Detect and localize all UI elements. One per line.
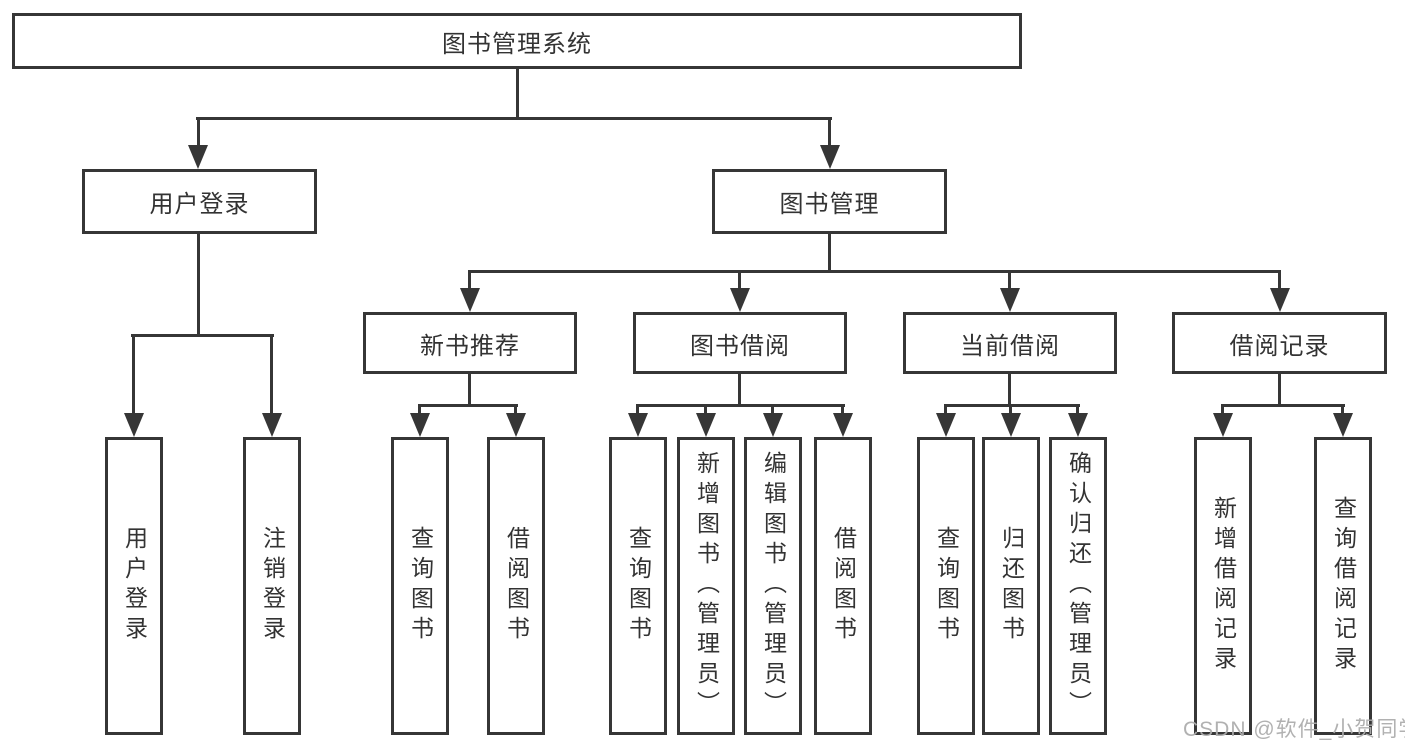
connector-leaf-drop (418, 404, 421, 415)
connector-level3-rail (468, 270, 1281, 273)
arrow-into-leaf-icon (506, 413, 526, 437)
leaf-label: 查询图书 (933, 526, 960, 646)
node-book-management: 图书管理 (712, 169, 947, 234)
arrow-into-new-books-icon (460, 288, 480, 312)
connector-new-books-stem (468, 373, 471, 406)
leaf-logout: 注销登录 (243, 437, 301, 735)
arrow-into-leaf-icon (1213, 413, 1233, 437)
leaf-br-add-record: 新增借阅记录 (1194, 437, 1252, 735)
arrow-into-current-icon (1000, 288, 1020, 312)
leaf-label: 用户登录 (121, 526, 148, 646)
connector-current-rail (944, 404, 1080, 407)
leaf-label: 新增图书（管理员） (693, 451, 720, 721)
arrow-into-leaf-icon (410, 413, 430, 437)
leaf-label: 注销登录 (259, 526, 286, 646)
arrow-into-leaf-login-icon (124, 413, 144, 437)
connector-records-rail (1221, 404, 1345, 407)
connector-root-stem (516, 69, 519, 119)
connector-borrowing-stem (738, 373, 741, 406)
leaf-cb-query-books: 查询图书 (917, 437, 975, 735)
leaf-bb-add-books-admin: 新增图书（管理员） (677, 437, 735, 735)
connector-records-drop (1278, 270, 1281, 289)
arrow-into-leaf-icon (1068, 413, 1088, 437)
connector-new-books-rail (418, 404, 518, 407)
leaf-bb-borrow-books: 借阅图书 (814, 437, 872, 735)
connector-new-books-drop (468, 270, 471, 289)
connector-leaf-drop (704, 404, 707, 415)
arrow-into-records-icon (1270, 288, 1290, 312)
arrow-into-user-login-icon (188, 145, 208, 169)
connector-leaf-drop (1009, 404, 1012, 415)
node-book-borrowing: 图书借阅 (633, 312, 847, 374)
leaf-cb-confirm-return-admin: 确认归还（管理员） (1049, 437, 1107, 735)
connector-book-mgmt-drop (828, 117, 831, 146)
node-new-book-recommend: 新书推荐 (363, 312, 577, 374)
leaf-label: 借阅图书 (503, 526, 530, 646)
arrow-into-borrowing-icon (730, 288, 750, 312)
connector-leaf-drop (771, 404, 774, 415)
leaf-label: 查询图书 (407, 526, 434, 646)
connector-user-login-stem (197, 233, 200, 336)
leaf-bb-query-books: 查询图书 (609, 437, 667, 735)
connector-leaf-drop (1076, 404, 1079, 415)
csdn-watermark: CSDN @软件_小贺同学 (1183, 718, 1405, 741)
connector-leaf-drop (1221, 404, 1224, 415)
leaf-label: 查询图书 (625, 526, 652, 646)
arrow-into-leaf-icon (1333, 413, 1353, 437)
connector-leaf-drop (1341, 404, 1344, 415)
arrow-into-leaf-logout-icon (262, 413, 282, 437)
leaf-nb-query-books: 查询图书 (391, 437, 449, 735)
leaf-label: 编辑图书（管理员） (760, 451, 787, 721)
connector-leaf-drop (514, 404, 517, 415)
leaf-nb-borrow-books: 借阅图书 (487, 437, 545, 735)
connector-level2-rail (196, 117, 832, 120)
connector-leaf-login-drop (132, 334, 135, 414)
leaf-br-query-record: 查询借阅记录 (1314, 437, 1372, 735)
arrow-into-leaf-icon (833, 413, 853, 437)
leaf-label: 借阅图书 (830, 526, 857, 646)
leaf-label: 新增借阅记录 (1210, 496, 1237, 676)
connector-leaf-drop (841, 404, 844, 415)
node-user-login: 用户登录 (82, 169, 317, 234)
arrow-into-leaf-icon (696, 413, 716, 437)
leaf-cb-return-books: 归还图书 (982, 437, 1040, 735)
connector-user-login-drop (197, 117, 200, 146)
connector-leaf-drop (944, 404, 947, 415)
node-current-borrowing: 当前借阅 (903, 312, 1117, 374)
leaf-bb-edit-books-admin: 编辑图书（管理员） (744, 437, 802, 735)
arrow-into-leaf-icon (628, 413, 648, 437)
connector-leaf-drop (636, 404, 639, 415)
connector-user-login-rail (131, 334, 274, 337)
connector-book-mgmt-stem (828, 233, 831, 272)
node-root: 图书管理系统 (12, 13, 1022, 69)
leaf-label: 归还图书 (998, 526, 1025, 646)
arrow-into-leaf-icon (936, 413, 956, 437)
leaf-label: 查询借阅记录 (1330, 496, 1357, 676)
connector-current-stem (1008, 373, 1011, 406)
connector-current-drop (1008, 270, 1011, 289)
connector-records-stem (1278, 373, 1281, 406)
node-borrowing-records: 借阅记录 (1172, 312, 1387, 374)
arrow-into-book-mgmt-icon (820, 145, 840, 169)
arrow-into-leaf-icon (763, 413, 783, 437)
connector-leaf-logout-drop (270, 334, 273, 414)
connector-borrowing-rail (636, 404, 845, 407)
arrow-into-leaf-icon (1001, 413, 1021, 437)
connector-borrowing-drop (738, 270, 741, 289)
leaf-label: 确认归还（管理员） (1065, 451, 1092, 721)
leaf-user-login: 用户登录 (105, 437, 163, 735)
